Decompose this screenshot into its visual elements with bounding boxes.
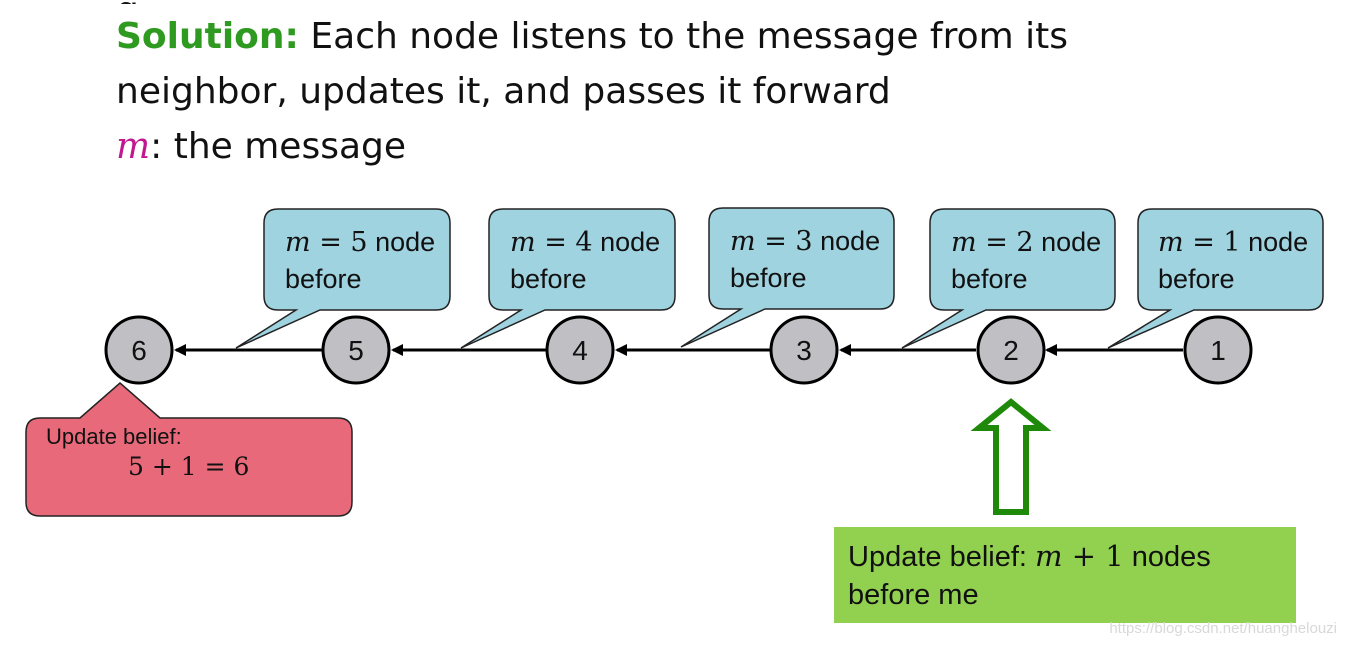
- update-rule-text: Update belief: m + 1 nodes before me: [848, 539, 1211, 611]
- message-bubble-1: [1107, 208, 1324, 349]
- final-update-label: Update belief:: [46, 424, 182, 449]
- message-3-text: m = 3 node before: [730, 226, 881, 293]
- node-1: [1183, 315, 1253, 385]
- solution-line: Solution: Each node listens to the messa…: [116, 16, 1068, 57]
- message-definition: m: the message: [116, 126, 406, 167]
- solution-label: Solution:: [116, 16, 299, 57]
- node-2: [976, 315, 1046, 385]
- node-5: [321, 315, 391, 385]
- solution-text: Each node listens to the message from it…: [298, 16, 1068, 57]
- watermark: https://blog.csdn.net/huanghelouzi: [1109, 620, 1337, 637]
- message-bubble-5: [235, 208, 451, 349]
- m-definition: : the message: [150, 126, 407, 167]
- m-symbol: m: [116, 126, 151, 167]
- node-3-label: 3: [796, 335, 812, 366]
- message-4-text: m = 4 node before: [510, 227, 661, 294]
- final-update-equation: 5 + 1 = 6: [128, 452, 250, 481]
- node-6-label: 6: [131, 335, 147, 366]
- node-5-label: 5: [348, 335, 364, 366]
- message-1-text: m = 1 node before: [1158, 227, 1309, 294]
- message-bubble-2: [901, 208, 1116, 349]
- node-1-label: 1: [1210, 335, 1226, 366]
- node-4: [545, 315, 615, 385]
- update-rule-box: [834, 527, 1296, 623]
- node-4-label: 4: [572, 335, 588, 366]
- node-6: [104, 315, 174, 385]
- up-arrow-icon: [970, 398, 1052, 515]
- node-3: [769, 315, 839, 385]
- final-update-bubble: [25, 382, 353, 517]
- message-bubble-4: [460, 208, 676, 349]
- solution-line-2: neighbor, updates it, and passes it forw…: [116, 71, 891, 112]
- message-bubble-3: [680, 207, 895, 348]
- node-2-label: 2: [1003, 335, 1019, 366]
- message-2-text: m = 2 node before: [951, 227, 1102, 294]
- cut-off-text-fragment: g: [116, 0, 139, 4]
- message-5-text: m = 5 node before: [285, 227, 436, 294]
